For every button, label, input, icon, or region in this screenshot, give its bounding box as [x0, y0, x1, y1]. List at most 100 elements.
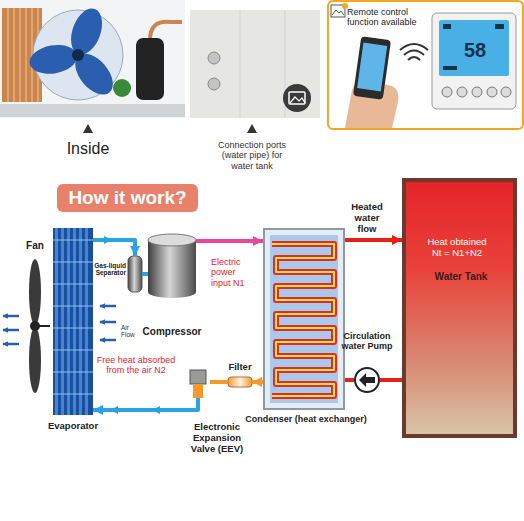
fan-symbol	[29, 259, 50, 393]
remote-illustration	[472, 87, 482, 97]
evaporator-node: Evaporator	[53, 228, 93, 415]
remote-illustration	[457, 87, 467, 97]
remote-illustration	[501, 87, 511, 97]
photo-panel: Connection ports (water pipe) for water …	[190, 10, 320, 118]
remote-illustration	[332, 10, 344, 15]
photo-inside	[0, 0, 185, 133]
photo-ports	[190, 10, 320, 118]
photo-ports	[247, 124, 257, 133]
pipe-connector	[380, 378, 402, 382]
air-flow-arrow	[3, 329, 19, 332]
pipe-connector	[252, 380, 263, 384]
photo-inside	[72, 49, 84, 61]
remote-illustration	[353, 36, 391, 100]
remote-illustration	[400, 44, 428, 60]
remote-illustration	[443, 66, 457, 70]
fan-node: Fan	[20, 258, 50, 394]
annotation: Free heat absorbed from the air N2	[90, 355, 182, 376]
node-label: Remote control function available	[347, 7, 429, 28]
node-label: Connection ports (water pipe) for water …	[210, 140, 294, 171]
node-label: 58	[458, 39, 492, 62]
water-tank: Heat obtained Nt = N1+N2Water Tank	[402, 178, 517, 438]
photo-inside	[113, 79, 131, 97]
diagram-title: How it work?	[57, 184, 198, 212]
node-label: Gas-liquid Separator	[82, 262, 126, 277]
node-label: Filter	[224, 362, 256, 373]
air-flow-arrow	[3, 343, 19, 346]
node-label: Evaporator	[41, 421, 105, 432]
node-label: Fan	[16, 240, 54, 252]
filter-symbol	[228, 377, 252, 387]
valve-symbol	[193, 384, 203, 398]
air-flow-arrow	[3, 315, 19, 318]
evaporator-coil	[61, 228, 64, 415]
edge-label: Heated water flow	[344, 202, 390, 235]
compressor-symbol	[128, 234, 196, 298]
photo-panel: Inside	[0, 0, 185, 118]
photo-ports	[208, 78, 220, 90]
photo-inside	[136, 38, 164, 100]
evaporator-coil	[73, 228, 76, 415]
condenser-coil	[272, 244, 334, 396]
fan-symbol	[35, 325, 50, 327]
compressor-node: Compressor	[148, 234, 196, 298]
node-label: Condenser (heat exchanger)	[241, 414, 371, 424]
separator-node: Gas-liquid Separator	[128, 256, 142, 292]
photo-ports	[190, 10, 320, 133]
node-label: Electronic Expansion Valve (EEV)	[186, 422, 248, 455]
remote-illustration	[357, 43, 387, 92]
pump-node: Circulation water Pump	[354, 367, 380, 393]
condenser-coil	[270, 235, 338, 403]
pipe-connector	[142, 272, 148, 276]
node-label: Water Tank	[422, 271, 500, 283]
photo-ports	[289, 92, 305, 104]
evaporator-coil	[85, 228, 88, 415]
evaporator-coil	[53, 240, 93, 394]
remote-illustration	[442, 87, 452, 97]
compressor-symbol	[148, 234, 196, 246]
photo-inside	[83, 124, 93, 133]
photo-ports	[290, 97, 305, 103]
photo-ports	[240, 10, 285, 118]
compressor-symbol	[128, 256, 142, 292]
air-flow-arrow	[100, 305, 116, 308]
fan-symbol	[29, 259, 41, 325]
remote-illustration	[443, 24, 451, 29]
compressor-symbol	[148, 240, 196, 292]
remote-illustration	[331, 3, 516, 128]
remote-panel: Remote control function available 58	[327, 0, 524, 130]
photo-inside	[27, 41, 79, 77]
air-flow-arrow	[100, 339, 116, 342]
pump-symbol	[359, 373, 375, 387]
evaporator-coil	[79, 228, 82, 415]
photo-inside	[150, 22, 182, 40]
compressor-symbol	[148, 286, 196, 298]
remote-illustration	[495, 24, 504, 29]
annotation: Electric power input N1	[211, 257, 255, 288]
condenser-coil	[263, 228, 345, 410]
condenser-coil	[272, 244, 334, 396]
node-label: Heat obtained Nt = N1+N2	[422, 237, 492, 259]
evaporator-coil	[55, 228, 58, 415]
photo-inside	[68, 47, 120, 102]
air-flow-arrow	[100, 321, 116, 324]
thermostat-display: 58	[430, 13, 516, 111]
pipe-connector	[93, 398, 198, 410]
remote-illustration	[432, 13, 516, 109]
filter-symbol	[228, 377, 252, 387]
valve-node: Electronic Expansion Valve (EEV)	[186, 370, 210, 398]
node-label: Circulation water Pump	[340, 331, 394, 352]
pipe-connector	[345, 378, 354, 382]
condenser-node: Condenser (heat exchanger)	[263, 228, 345, 410]
flow-note: Air Flow	[121, 324, 137, 339]
pipe-connector	[196, 239, 263, 243]
photo-inside	[0, 104, 185, 117]
node-label: Inside	[58, 140, 118, 158]
evaporator-coil	[53, 228, 93, 415]
remote-illustration	[439, 20, 509, 76]
valve-symbol	[190, 370, 206, 398]
node-label: Compressor	[136, 326, 208, 338]
evaporator-coil	[53, 228, 93, 415]
